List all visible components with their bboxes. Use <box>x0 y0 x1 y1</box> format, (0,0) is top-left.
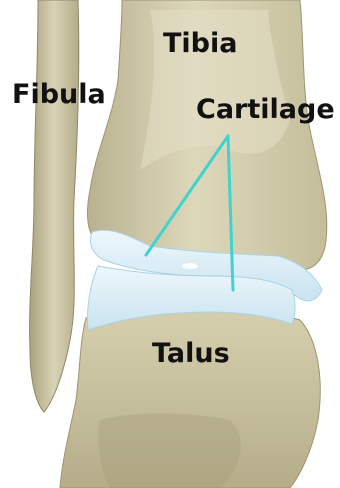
label-cartilage: Cartilage <box>196 96 335 123</box>
label-fibula: Fibula <box>12 81 106 108</box>
label-tibia: Tibia <box>163 30 237 57</box>
joint-highlight <box>182 263 198 269</box>
fibula-bone <box>30 0 79 412</box>
label-talus: Talus <box>152 340 230 367</box>
talus-shadow <box>98 413 240 488</box>
